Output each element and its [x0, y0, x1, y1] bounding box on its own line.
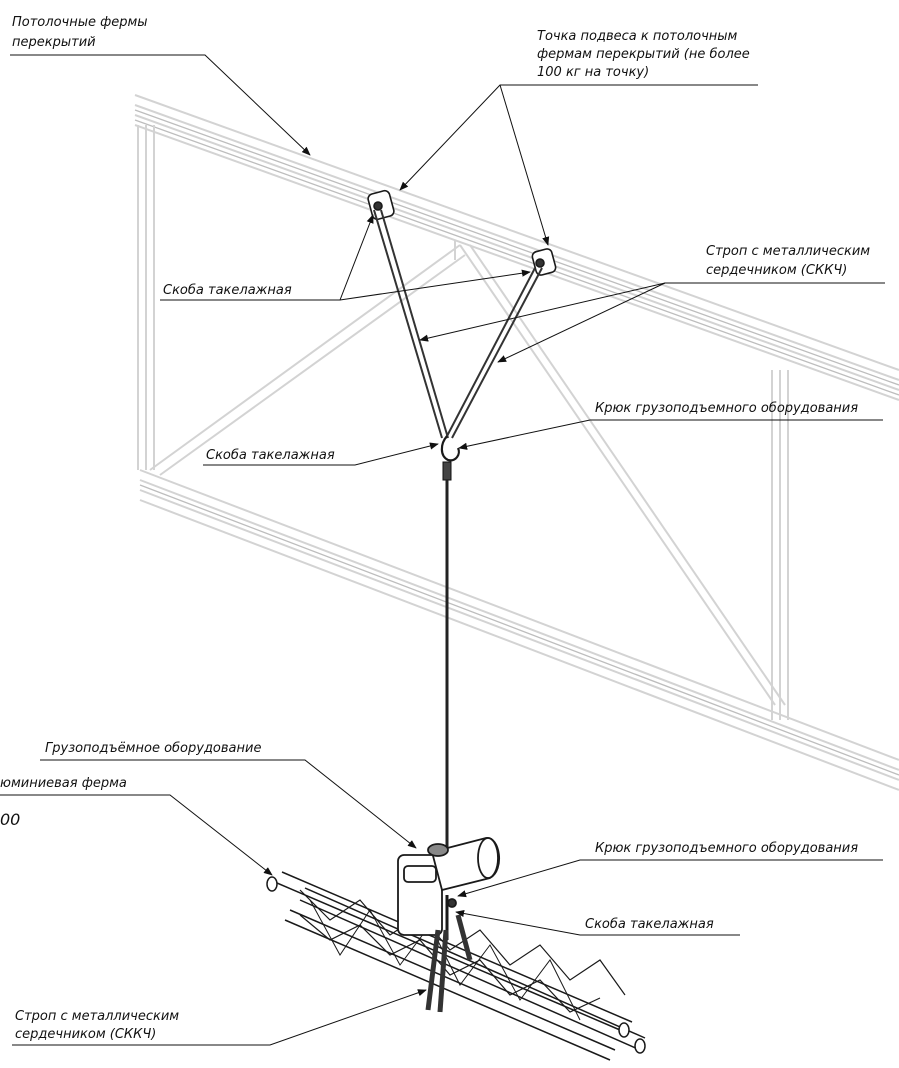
ceiling-truss — [134, 94, 899, 791]
hoist-body — [397, 837, 501, 1013]
suspension-clamp-left — [367, 189, 395, 221]
label-hook-bottom: Крюк грузоподъемного оборудования — [595, 841, 858, 856]
label-sling-bottom-1: Строп с металлическим — [15, 1009, 179, 1024]
label-shackle-mid: Скоба такелажная — [206, 448, 335, 463]
leader-lines — [0, 54, 885, 1046]
label-hoist: Грузоподъёмное оборудование — [45, 741, 261, 756]
label-ceiling-truss-2: перекрытий — [12, 35, 96, 50]
hook-top — [440, 435, 460, 481]
label-shackle-bottom: Скоба такелажная — [585, 917, 714, 932]
text-labels: Потолочные фермы перекрытий Точка подвес… — [0, 15, 870, 1042]
label-fragment-left: 00 — [0, 810, 20, 829]
sling-right — [445, 267, 543, 439]
label-aluminum-truss: юминиевая ферма — [0, 776, 127, 791]
label-hook-top: Крюк грузоподъемного оборудования — [595, 401, 858, 416]
suspension-clamp-right — [531, 248, 557, 276]
label-sling-top-2: сердечником (СККЧ) — [706, 263, 847, 278]
top-rigging — [367, 189, 557, 850]
label-ceiling-truss-1: Потолочные фермы — [12, 15, 148, 30]
label-suspension-point-3: 100 кг на точку) — [537, 65, 649, 80]
label-shackle-top: Скоба такелажная — [163, 283, 292, 298]
label-sling-bottom-2: сердечником (СККЧ) — [15, 1027, 156, 1042]
label-suspension-point-1: Точка подвеса к потолочным — [537, 29, 738, 44]
sling-left — [373, 209, 449, 439]
label-suspension-point-2: фермам перекрытий (не более — [537, 47, 750, 62]
label-sling-top-1: Строп с металлическим — [706, 244, 870, 259]
